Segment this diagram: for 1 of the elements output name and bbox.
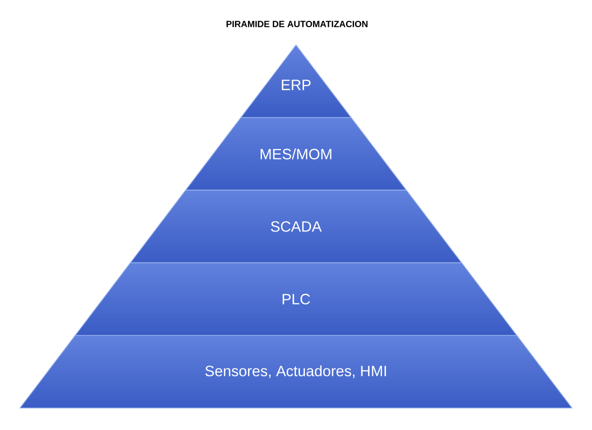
title: PIRAMIDE DE AUTOMATIZACION xyxy=(226,20,368,28)
